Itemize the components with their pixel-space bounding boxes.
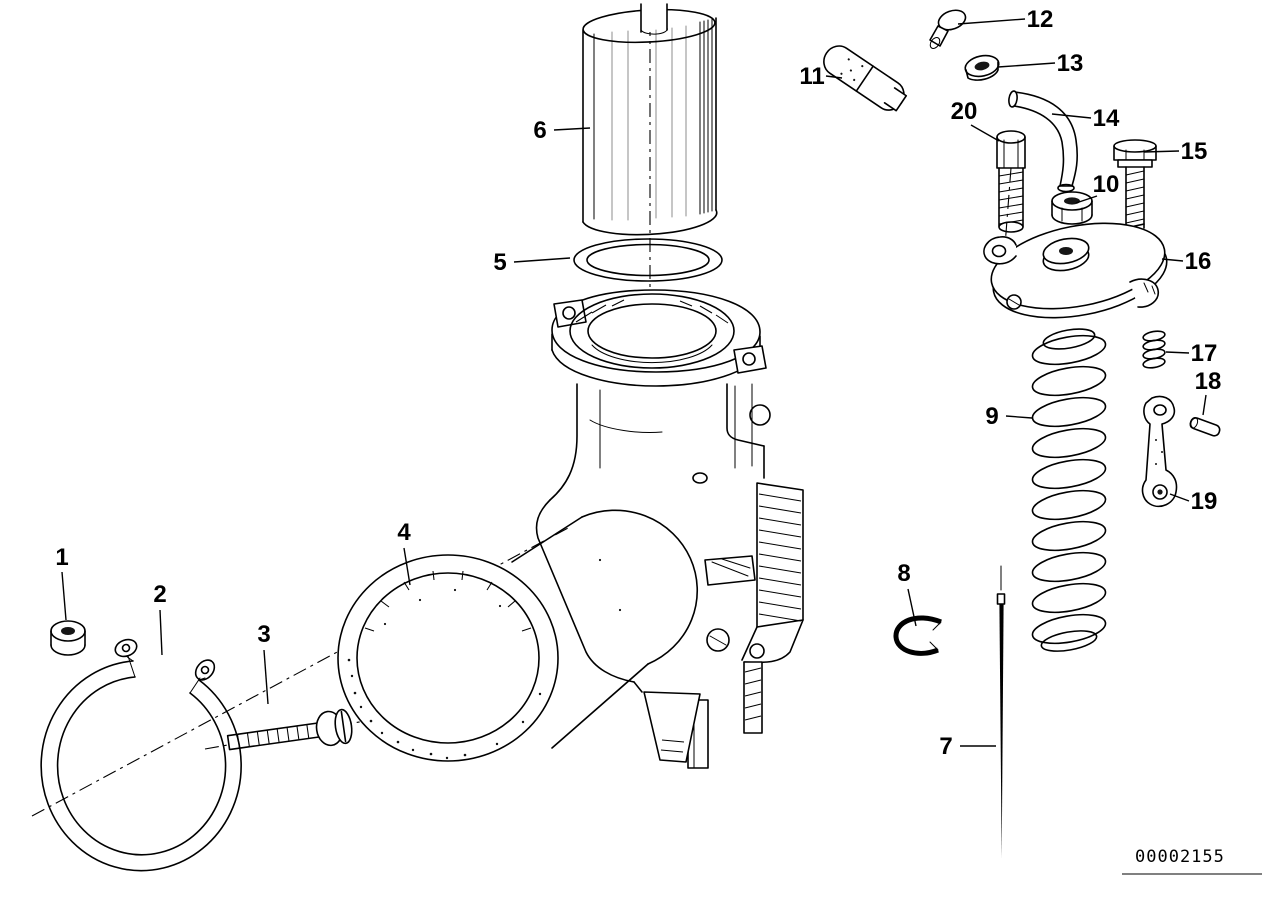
callout-label-1: 1	[55, 544, 68, 571]
callout-label-10: 10	[1093, 171, 1120, 198]
part-4-sleeve-art	[337, 509, 699, 762]
callout-leader-4	[403, 547, 411, 586]
callout-leader-8	[907, 588, 917, 627]
callout-label-18: 18	[1195, 368, 1222, 395]
callout-leader-19	[1169, 493, 1190, 502]
callout-leader-12	[957, 18, 1026, 25]
callout-leader-14	[1051, 113, 1092, 119]
callout-leader-20	[970, 124, 1000, 142]
part-17-small-spring-art	[1142, 330, 1166, 369]
doc-number-block: 00002155	[1122, 847, 1262, 875]
part-1-nut-art	[50, 620, 86, 656]
callout-label-19: 19	[1191, 488, 1218, 515]
callout-leader-17	[1165, 351, 1190, 354]
callout-leader-9	[1005, 415, 1033, 419]
callout-leader-5	[513, 257, 571, 263]
callout-label-13: 13	[1057, 50, 1084, 77]
callout-leader-3	[263, 649, 269, 705]
part-20-adjuster-art	[996, 130, 1026, 233]
callout-label-15: 15	[1181, 138, 1208, 165]
callout-label-2: 2	[153, 581, 166, 608]
callout-label-6: 6	[533, 117, 546, 144]
part-18-pin-art	[1189, 416, 1221, 437]
part-3-screw-art	[226, 708, 353, 751]
part-13-nut-art	[964, 54, 1000, 81]
callout-leader-6	[553, 127, 591, 131]
part-14-tube-art	[1008, 90, 1079, 193]
part-11-cable-end-art	[823, 45, 908, 112]
callout-leader-11	[825, 75, 843, 79]
callout-label-8: 8	[897, 560, 910, 587]
callout-label-3: 3	[257, 621, 270, 648]
callout-label-17: 17	[1191, 340, 1218, 367]
part-6-slide-art	[582, 3, 718, 236]
doc-number: 00002155	[1135, 847, 1225, 867]
part-9-spring-art	[1031, 328, 1107, 652]
part-19-lever-art	[1141, 395, 1178, 508]
sleeve-texture-dots	[347, 558, 622, 760]
callout-leader-10	[1075, 195, 1098, 204]
callout-label-12: 12	[1027, 6, 1054, 33]
part-10-nut-art	[1051, 191, 1093, 225]
part-7-needle-art	[996, 593, 1006, 858]
part-8-clip-art	[893, 615, 942, 656]
callout-label-16: 16	[1185, 248, 1212, 275]
callout-label-14: 14	[1093, 105, 1120, 132]
callout-leader-18	[1202, 394, 1207, 416]
part-12-screw-art	[929, 9, 967, 49]
callout-label-11: 11	[799, 63, 824, 90]
part-16-cover-art	[983, 222, 1168, 319]
callout-label-7: 7	[939, 733, 952, 760]
callout-leader-15	[1143, 150, 1180, 153]
callout-label-20: 20	[951, 98, 978, 125]
callout-label-5: 5	[493, 249, 506, 276]
part-2-clamp-art	[40, 638, 242, 872]
callout-label-4: 4	[397, 519, 411, 546]
callout-leader-2	[159, 609, 163, 656]
carburetor-body-art	[535, 289, 804, 769]
callout-leader-13	[997, 62, 1056, 68]
part-15-bolt-art	[1113, 139, 1157, 229]
center-axis-lines	[31, 22, 1142, 817]
callout-leader-16	[1161, 258, 1184, 262]
callout-label-9: 9	[985, 403, 998, 430]
part-5-ring-art	[573, 238, 723, 282]
callout-leader-1	[61, 571, 67, 621]
